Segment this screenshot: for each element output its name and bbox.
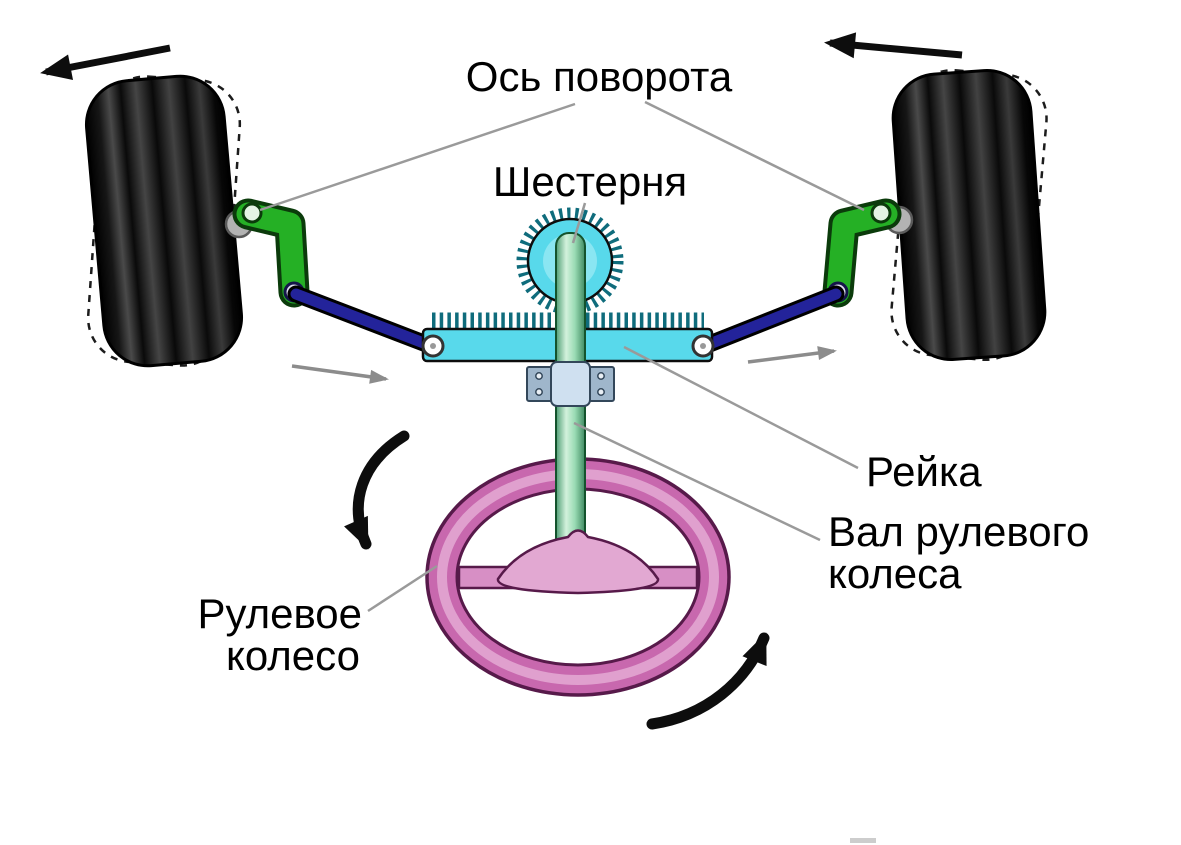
left-tire — [84, 74, 244, 368]
leader-pivot-left — [259, 102, 576, 212]
label-wheel-line2: колесо — [226, 632, 360, 679]
label-rack: Рейка — [866, 448, 982, 495]
left-wheel-turn-arrow-icon — [40, 44, 171, 81]
label-pinion: Шестерня — [493, 158, 687, 205]
rack-motion-arrow-right-icon — [747, 346, 837, 364]
right-tire — [891, 68, 1047, 362]
label-shaft-line2: колеса — [828, 550, 962, 597]
leader-steering-wheel — [367, 564, 438, 613]
label-shaft-line1: Вал рулевого — [828, 508, 1089, 555]
clamp-sleeve — [550, 361, 591, 407]
rack-motion-arrow-left-icon — [291, 364, 389, 384]
label-wheel-line1: Рулевое — [197, 590, 362, 637]
left-tie-rod — [287, 285, 443, 356]
right-pivot-axis-joint — [870, 202, 892, 224]
leader-pinion — [571, 202, 587, 244]
shaft-clamp — [526, 361, 615, 407]
steering-rotation-arrow-right-icon — [646, 632, 770, 730]
steering-rotation-arrow-left-icon — [344, 430, 410, 550]
steering-wheel-hub — [496, 529, 660, 595]
leader-pivot-right — [644, 100, 865, 212]
label-pivot-axis: Ось поворота — [466, 53, 733, 100]
rack-right-joint-pin — [700, 343, 706, 349]
right-tie-rod — [693, 285, 845, 356]
right-wheel-turn-arrow-icon — [824, 32, 963, 59]
page-edge-mark — [850, 838, 876, 843]
rack-left-joint-pin — [430, 343, 436, 349]
leader-shaft — [573, 421, 821, 542]
clamp-bolt — [597, 388, 605, 396]
pinion-teeth — [516, 207, 624, 315]
clamp-bolt — [535, 388, 543, 396]
clamp-bolt — [597, 372, 605, 380]
left-wheel — [84, 74, 254, 368]
leader-rack — [623, 345, 859, 470]
right-wheel — [884, 68, 1048, 362]
left-pivot-axis-joint — [241, 202, 263, 224]
clamp-bolt — [535, 372, 543, 380]
